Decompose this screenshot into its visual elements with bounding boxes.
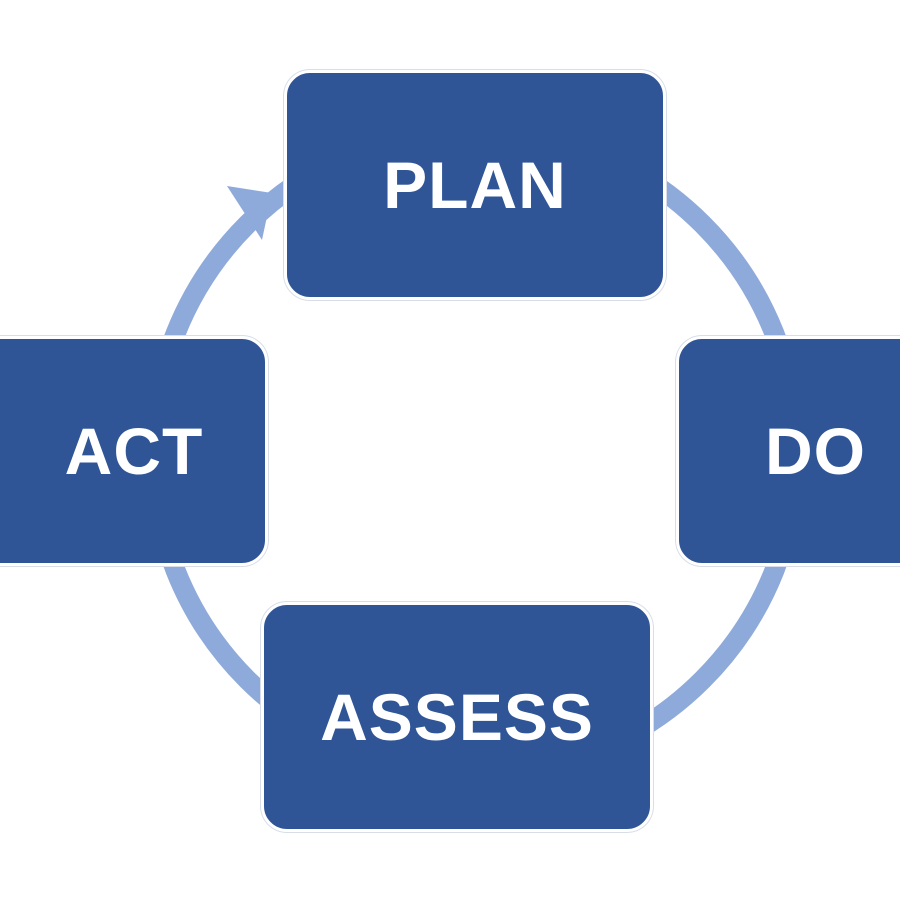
stage-plan-box: PLAN [284, 70, 666, 300]
cycle-arrowhead [227, 186, 272, 240]
stage-do-label: DO [765, 414, 866, 488]
stage-assess-box: ASSESS [261, 602, 653, 832]
stage-assess-label: ASSESS [320, 680, 594, 754]
stage-act-box: ACT [0, 336, 268, 566]
stage-plan-label: PLAN [383, 148, 567, 222]
stage-do-box: DO [676, 336, 900, 566]
stage-act-label: ACT [64, 414, 204, 488]
